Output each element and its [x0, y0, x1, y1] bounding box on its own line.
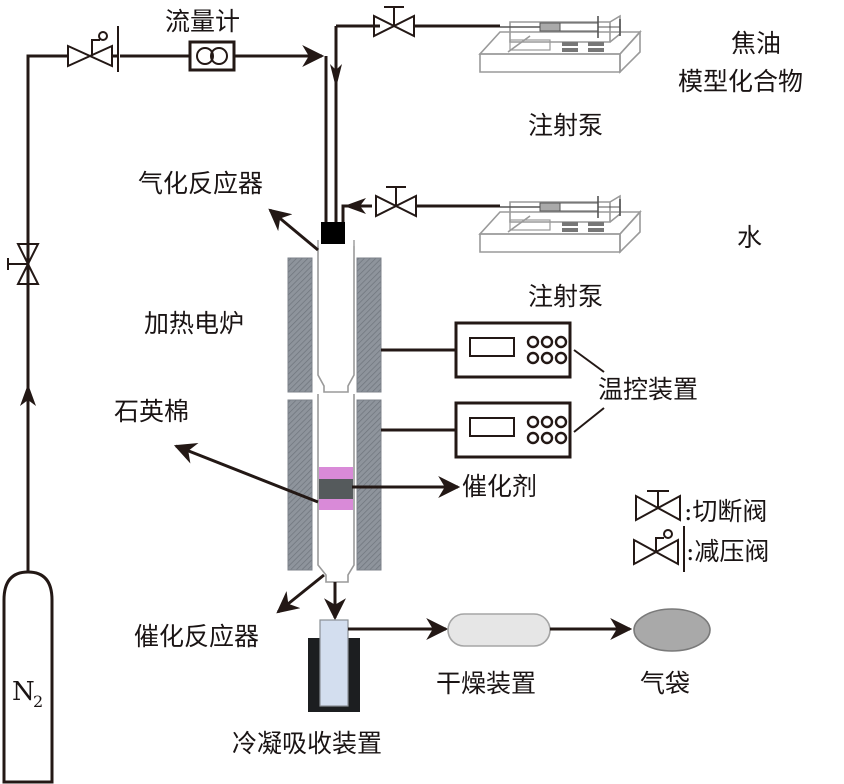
syringe-pump-water[interactable]	[478, 194, 642, 254]
pressure-reducing-valve-icon[interactable]	[67, 26, 119, 72]
tar-label-line1: 焦油	[731, 29, 781, 58]
n2-label: N	[12, 677, 35, 707]
tc2-leader	[573, 407, 605, 433]
n2-subscript: 2	[33, 692, 43, 711]
dryer-label: 干燥装置	[436, 669, 536, 698]
syringe-icon	[500, 16, 621, 38]
gasification-reactor-tube	[317, 246, 355, 393]
quartz-wool-label: 石英棉	[114, 397, 189, 426]
reactor-cap	[321, 222, 345, 244]
quartz-wool-bottom	[319, 499, 353, 510]
legend-shutoff-valve-label: :切断阀	[684, 497, 767, 526]
shutoff-valve-water-icon[interactable]	[375, 186, 417, 218]
temperature-controller-2[interactable]	[454, 401, 572, 459]
flow-arrow-down	[330, 64, 342, 88]
temperature-controller-1[interactable]	[454, 321, 572, 379]
water-feed-tube	[341, 204, 372, 222]
flow-arrow-up	[20, 384, 36, 406]
condenser	[308, 619, 360, 712]
legend-shutoff-valve-icon	[635, 490, 681, 522]
shutoff-valve-tar-icon[interactable]	[373, 6, 415, 38]
syringe-pump-tar[interactable]	[478, 14, 642, 74]
tc1-leader	[573, 349, 605, 373]
catalytic-reactor-pointer	[276, 573, 325, 614]
temp-control-label: 温控装置	[598, 375, 698, 404]
catalyst-bed	[319, 479, 353, 499]
water-label: 水	[737, 223, 762, 252]
n2-supply-line	[20, 54, 68, 572]
flow-arrow-left	[344, 198, 366, 214]
dryer	[447, 613, 551, 647]
flowmeter-icon[interactable]	[188, 40, 236, 72]
tar-label-line2: 模型化合物	[678, 67, 803, 96]
gasification-reactor-label: 气化反应器	[138, 169, 263, 198]
gasification-reactor-pointer	[268, 208, 319, 252]
legend-pressure-reducing-valve-icon	[633, 526, 685, 572]
quartz-wool-pointer	[173, 443, 319, 504]
syringe-pump-tar-label: 注射泵	[528, 111, 603, 140]
catalytic-reactor-label: 催化反应器	[134, 622, 259, 651]
quartz-wool-top	[319, 467, 353, 479]
syringe-pump-water-label: 注射泵	[528, 282, 603, 311]
gas-bag	[633, 608, 711, 652]
flowmeter-label: 流量计	[165, 7, 240, 36]
syringe-icon	[500, 196, 621, 218]
catalyst-label: 催化剂	[462, 472, 537, 501]
legend: :切断阀 :减压阀	[633, 490, 769, 572]
heating-furnace	[287, 257, 382, 571]
condenser-label: 冷凝吸收装置	[232, 729, 382, 758]
shutoff-valve-n2-icon[interactable]	[7, 243, 40, 285]
heating-furnace-label: 加热电炉	[144, 309, 244, 338]
gas-bag-label: 气袋	[640, 669, 690, 698]
n2-cylinder: N 2	[2, 570, 54, 784]
legend-pressure-reducing-valve-label: :减压阀	[686, 537, 769, 566]
